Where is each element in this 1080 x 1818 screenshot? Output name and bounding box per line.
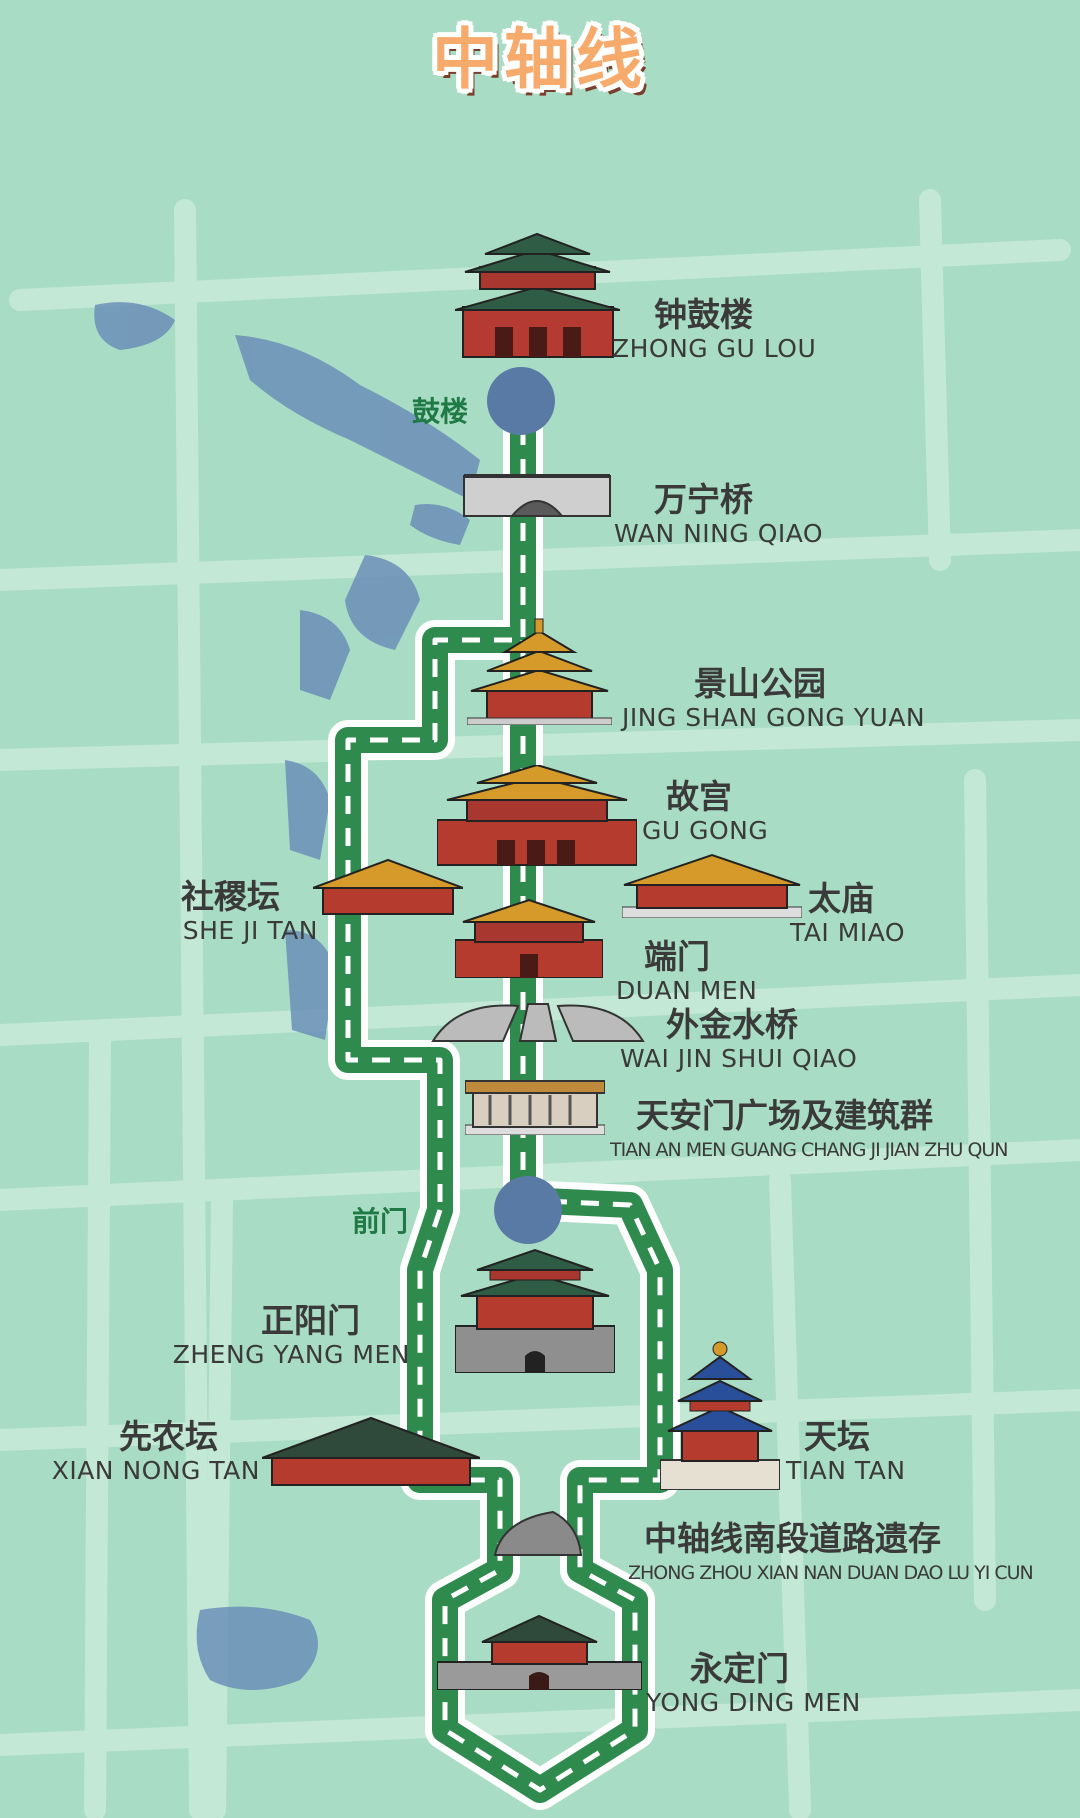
label-pinyin: SHE JI TAN bbox=[182, 916, 318, 945]
label-zhong-gu-lou: 钟鼓楼 ZHONG GU LOU bbox=[612, 296, 816, 364]
label-pinyin: WAI JIN SHUI QIAO bbox=[620, 1044, 858, 1073]
label-cn: 万宁桥 bbox=[654, 480, 753, 519]
station-gulou-marker bbox=[487, 367, 555, 435]
tian-an-men-building bbox=[465, 1080, 605, 1135]
map-title: 中轴线 bbox=[432, 21, 648, 98]
label-pinyin: DUAN MEN bbox=[616, 976, 758, 1005]
station-qianmen-marker bbox=[494, 1176, 562, 1244]
wan-ning-qiao-bridge bbox=[463, 474, 611, 517]
label-cn: 钟鼓楼 bbox=[654, 295, 753, 334]
label-pinyin: ZHONG ZHOU XIAN NAN DUAN DAO LU YI CUN bbox=[628, 1562, 1034, 1584]
label-pinyin: XIAN NONG TAN bbox=[51, 1456, 260, 1485]
lakes bbox=[94, 302, 480, 1690]
label-zheng-yang-men: 正阳门 ZHENG YANG MEN bbox=[140, 1302, 410, 1370]
label-tian-an-men: 天安门广场及建筑群 TIAN AN MEN GUANG CHANG JI JIA… bbox=[610, 1096, 1009, 1165]
xian-nong-tan-hall bbox=[262, 1416, 480, 1486]
label-cn: 故宫 bbox=[666, 777, 732, 816]
station-label-gulou: 鼓楼 bbox=[412, 395, 469, 428]
label-wai-jin-shui-qiao: 外金水桥 WAI JIN SHUI QIAO bbox=[620, 1006, 857, 1074]
duan-men-gate bbox=[455, 898, 603, 978]
label-pinyin: ZHENG YANG MEN bbox=[172, 1340, 410, 1369]
label-cn: 端门 bbox=[644, 937, 710, 976]
label-wan-ning-qiao: 万宁桥 WAN NING QIAO bbox=[614, 481, 823, 549]
zheng-yang-men-gate bbox=[455, 1248, 615, 1373]
jing-shan-pavilion bbox=[467, 618, 612, 725]
label-cn: 中轴线南段道路遗存 bbox=[644, 1519, 941, 1558]
station-label-qianmen: 前门 bbox=[352, 1205, 409, 1238]
label-pinyin: TIAN TAN bbox=[786, 1456, 906, 1485]
tai-miao-hall bbox=[622, 853, 802, 918]
she-ji-tan-hall bbox=[313, 858, 463, 915]
south-road-remains bbox=[493, 1510, 583, 1556]
label-pinyin: JING SHAN GONG YUAN bbox=[622, 703, 926, 732]
label-cn: 正阳门 bbox=[261, 1301, 360, 1340]
label-jing-shan: 景山公园 JING SHAN GONG YUAN bbox=[622, 665, 925, 733]
label-pinyin: ZHONG GU LOU bbox=[612, 334, 817, 363]
label-xian-nong-tan: 先农坛 XIAN NONG TAN bbox=[20, 1418, 260, 1486]
label-tian-tan: 天坛 TIAN TAN bbox=[786, 1418, 906, 1486]
label-pinyin: TAI MIAO bbox=[790, 918, 906, 947]
wai-jin-shui-qiao-bridges bbox=[431, 1003, 645, 1042]
label-cn: 天安门广场及建筑群 bbox=[636, 1096, 933, 1135]
label-cn: 外金水桥 bbox=[666, 1005, 798, 1044]
yong-ding-men-gate bbox=[437, 1614, 642, 1690]
label-she-ji-tan: 社稷坛 SHE JI TAN bbox=[150, 878, 318, 946]
label-cn: 社稷坛 bbox=[181, 877, 280, 916]
zhong-gu-lou-building bbox=[455, 232, 620, 358]
label-duan-men: 端门 DUAN MEN bbox=[616, 938, 757, 1006]
label-cn: 景山公园 bbox=[694, 664, 826, 703]
label-pinyin: GU GONG bbox=[642, 816, 769, 845]
label-cn: 天坛 bbox=[804, 1417, 870, 1456]
label-pinyin: TIAN AN MEN GUANG CHANG JI JIAN ZHU QUN bbox=[610, 1139, 1009, 1161]
gu-gong-gate bbox=[437, 765, 637, 866]
label-pinyin: WAN NING QIAO bbox=[614, 519, 824, 548]
label-tai-miao: 太庙 TAI MIAO bbox=[790, 880, 905, 948]
label-cn: 永定门 bbox=[690, 1649, 789, 1688]
label-cn: 先农坛 bbox=[119, 1417, 218, 1456]
label-south-road: 中轴线南段道路遗存 ZHONG ZHOU XIAN NAN DUAN DAO L… bbox=[628, 1519, 1034, 1588]
label-gu-gong: 故宫 GU GONG bbox=[642, 778, 768, 846]
label-yong-ding-men: 永定门 YONG DING MEN bbox=[646, 1650, 861, 1718]
label-cn: 太庙 bbox=[808, 879, 874, 918]
label-pinyin: YONG DING MEN bbox=[646, 1688, 861, 1717]
tian-tan-temple bbox=[660, 1341, 780, 1490]
